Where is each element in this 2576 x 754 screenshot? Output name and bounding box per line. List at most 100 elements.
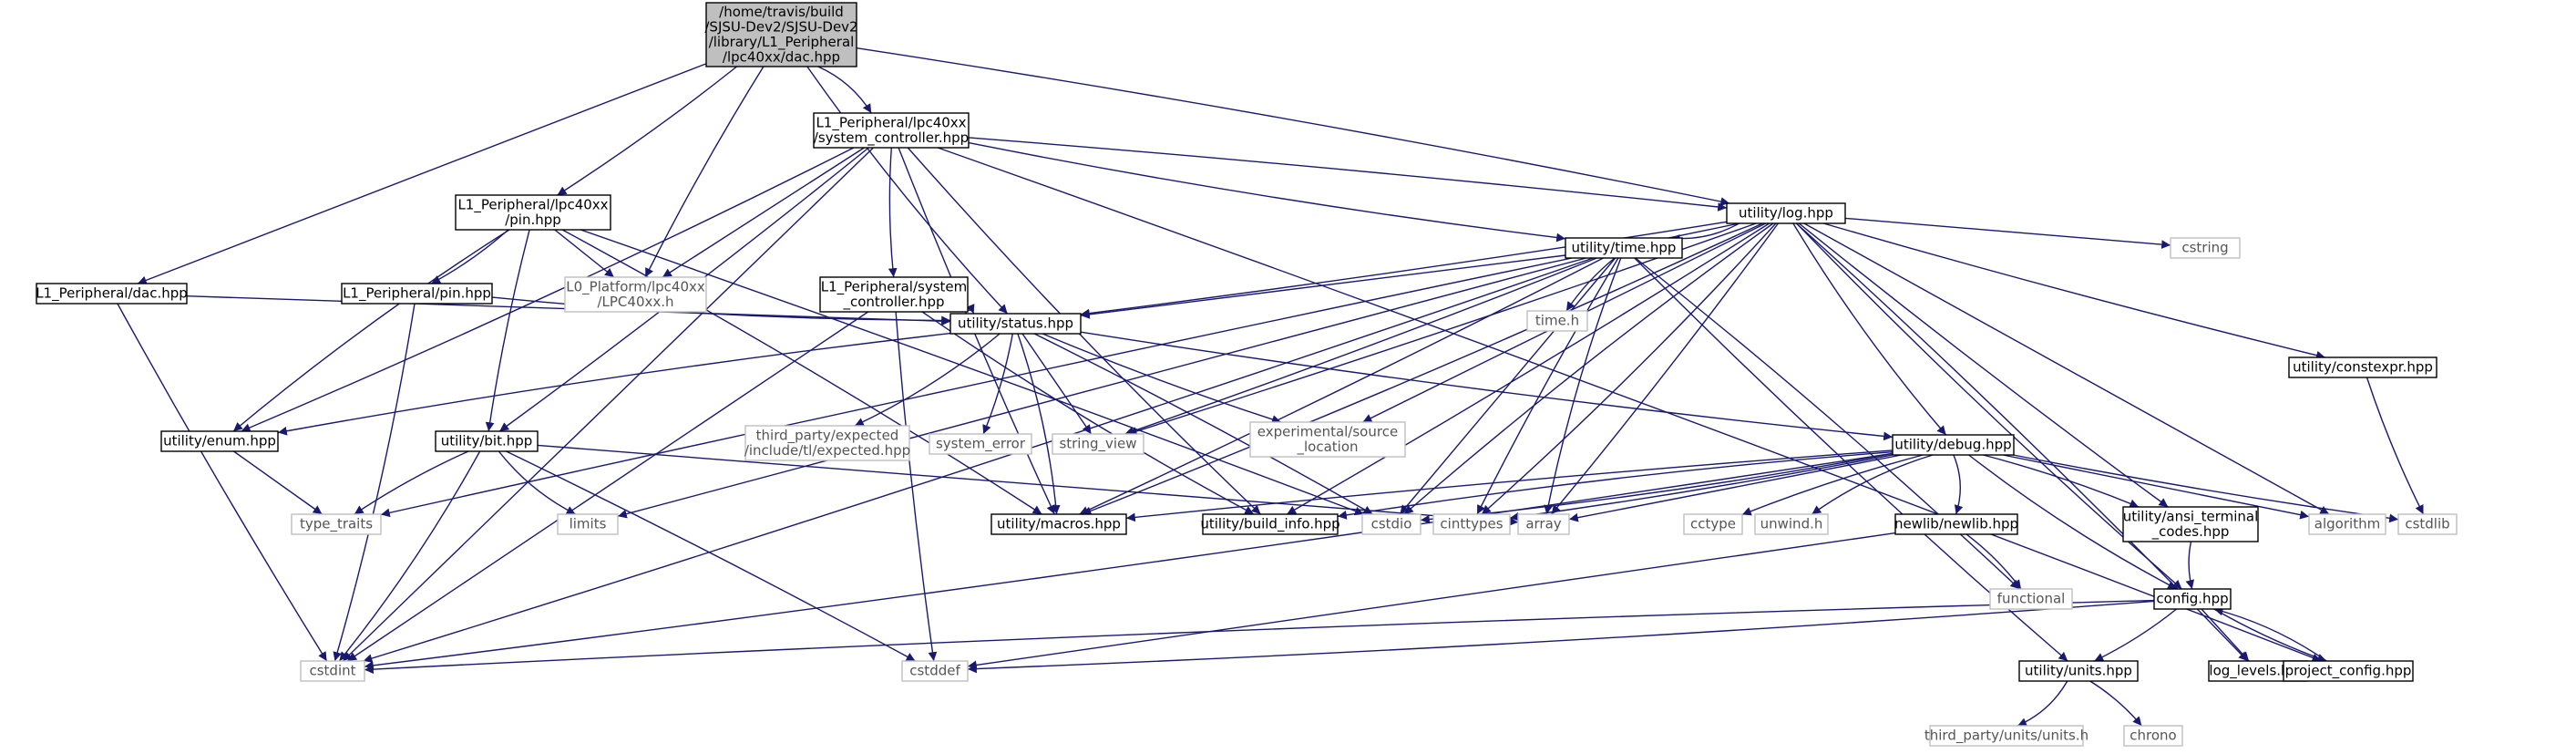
node-log-levels[interactable]: log_levels.hpp	[2208, 660, 2308, 682]
edge-line	[1286, 222, 1770, 515]
edge-status-to-debug	[1080, 331, 1894, 441]
node-box	[2283, 660, 2414, 682]
edge-debug-to-build_info	[1337, 451, 1894, 520]
node-root[interactable]: /home/travis/build/SJSU-Dev2/SJSU-Dev2/l…	[704, 2, 858, 67]
node-label: L1_Peripheral/dac.hpp	[36, 285, 188, 303]
node-sys-ctrl[interactable]: L1_Peripheral/system_controller.hpp	[819, 276, 969, 313]
edge-line	[1080, 331, 1894, 441]
node-lpc40xx-h: L0_Platform/lpc40xx/LPC40xx.h	[564, 276, 707, 313]
edge-time-to-cstdio	[1399, 257, 1616, 515]
edge-root-to-sys_ctrl_lpc	[817, 66, 872, 114]
edge-line	[241, 147, 855, 432]
edge-config-to-units	[2094, 608, 2178, 662]
edge-line	[1811, 454, 1934, 515]
node-unwind: unwind.h	[1754, 513, 1829, 535]
edge-root-to-log	[856, 47, 1730, 206]
edge-log-to-cstring	[1844, 217, 2171, 249]
edge-line	[491, 296, 951, 325]
edge-status-to-string_view	[1021, 333, 1093, 435]
node-box	[949, 313, 1082, 335]
edge-debug-to-cstdio	[1420, 452, 1894, 524]
node-debug[interactable]: utility/debug.hpp	[1892, 434, 2015, 456]
node-box	[1989, 588, 2073, 610]
node-units[interactable]: utility/units.hpp	[2018, 660, 2139, 682]
edge-debug-to-macros	[1125, 449, 1894, 522]
edge-line	[333, 303, 416, 662]
edge-time-to-string_view	[1124, 257, 1597, 436]
edge-line	[1042, 333, 1282, 424]
node-box	[1249, 421, 1406, 458]
node-label: _codes.hpp	[2151, 523, 2230, 541]
edge-line	[2201, 608, 2250, 662]
node-status[interactable]: utility/status.hpp	[949, 313, 1082, 335]
node-box	[2170, 237, 2241, 259]
edge-line	[937, 147, 2322, 663]
edge-line	[968, 141, 1566, 243]
node-cstdio: cstdio	[1361, 513, 1421, 535]
node-label: third_party/units/units.h	[1924, 728, 2089, 745]
edge-dac-to-cstdint	[117, 303, 328, 662]
edge-ansi-to-config	[2185, 541, 2195, 590]
node-build-info[interactable]: utility/build_info.hpp	[1200, 513, 1340, 535]
node-box	[2153, 588, 2232, 610]
node-label: cstddef	[909, 663, 960, 679]
node-project-config[interactable]: project_config.hpp	[2283, 660, 2414, 682]
node-bit[interactable]: utility/bit.hpp	[435, 430, 539, 452]
node-label: L0_Platform/lpc40xx	[566, 278, 705, 295]
node-box	[300, 660, 365, 682]
node-time-h: time.h	[1526, 310, 1588, 332]
node-log[interactable]: utility/log.hpp	[1726, 202, 1846, 224]
edge-line	[554, 229, 615, 278]
node-label: _controller.hpp	[843, 294, 945, 311]
edge-line	[1079, 257, 1604, 515]
edge-sys_ctrl_lpc-to-cstdint	[342, 147, 874, 662]
edge-line	[888, 147, 898, 278]
edge-status-to-source_location	[1042, 333, 1282, 424]
node-ansi[interactable]: utility/ansi_terminal_codes.hpp	[2122, 506, 2259, 542]
edge-enum-to-type_traits	[233, 450, 323, 515]
node-enum[interactable]: utility/enum.hpp	[160, 430, 279, 452]
edge-sys_ctrl_lpc-to-lpc40xx_h	[662, 147, 865, 278]
edge-line	[1968, 454, 2178, 590]
node-label: limits	[570, 516, 607, 532]
node-macros[interactable]: utility/macros.hpp	[990, 513, 1127, 535]
edge-line	[1124, 257, 1597, 436]
node-box	[901, 660, 969, 682]
node-time[interactable]: utility/time.hpp	[1565, 237, 1683, 259]
edge-line	[854, 333, 1001, 427]
node-label: unwind.h	[1760, 516, 1823, 532]
edge-line	[2094, 608, 2178, 662]
node-box	[1726, 202, 1846, 224]
node-label: /include/tl/expected.hpp	[744, 442, 910, 459]
node-label: utility/ansi_terminal	[2123, 508, 2259, 525]
node-pin[interactable]: L1_Peripheral/pin.hpp	[341, 283, 493, 305]
node-box	[1565, 237, 1683, 259]
edge-line	[1033, 333, 1373, 515]
edge-line	[347, 311, 869, 662]
node-constexpr[interactable]: utility/constexpr.hpp	[2288, 356, 2437, 378]
node-limits: limits	[557, 513, 619, 535]
edge-line	[2213, 608, 2327, 663]
node-label: /SJSU-Dev2/SJSU-Dev2	[704, 18, 857, 35]
edge-root-to-dac	[137, 63, 707, 285]
edge-line	[1337, 451, 1894, 520]
edge-line	[1953, 454, 1964, 515]
edge-line	[1568, 454, 1902, 522]
node-dac[interactable]: L1_Peripheral/dac.hpp	[36, 283, 188, 305]
edge-root-to-lpc40xx_h	[644, 66, 765, 278]
node-label: chrono	[2130, 728, 2176, 744]
node-sys-ctrl-lpc[interactable]: L1_Peripheral/lpc40xx/system_controller.…	[813, 112, 970, 149]
edge-line	[1403, 222, 1774, 515]
node-newlib[interactable]: newlib/newlib.hpp	[1894, 513, 2018, 535]
edge-line	[1792, 222, 1947, 436]
edge-line	[1420, 452, 1894, 524]
edge-line	[557, 66, 738, 196]
node-config[interactable]: config.hpp	[2153, 588, 2232, 610]
edge-log-to-constexpr	[1823, 222, 2325, 360]
node-box	[813, 112, 970, 149]
edge-log-to-array	[1551, 222, 1779, 515]
edge-log-to-debug	[1792, 222, 1947, 436]
node-pin-lpc[interactable]: L1_Peripheral/lpc40xx/pin.hpp	[455, 194, 611, 231]
edge-line	[2013, 454, 2399, 523]
edge-log-to-macros	[1082, 222, 1763, 515]
